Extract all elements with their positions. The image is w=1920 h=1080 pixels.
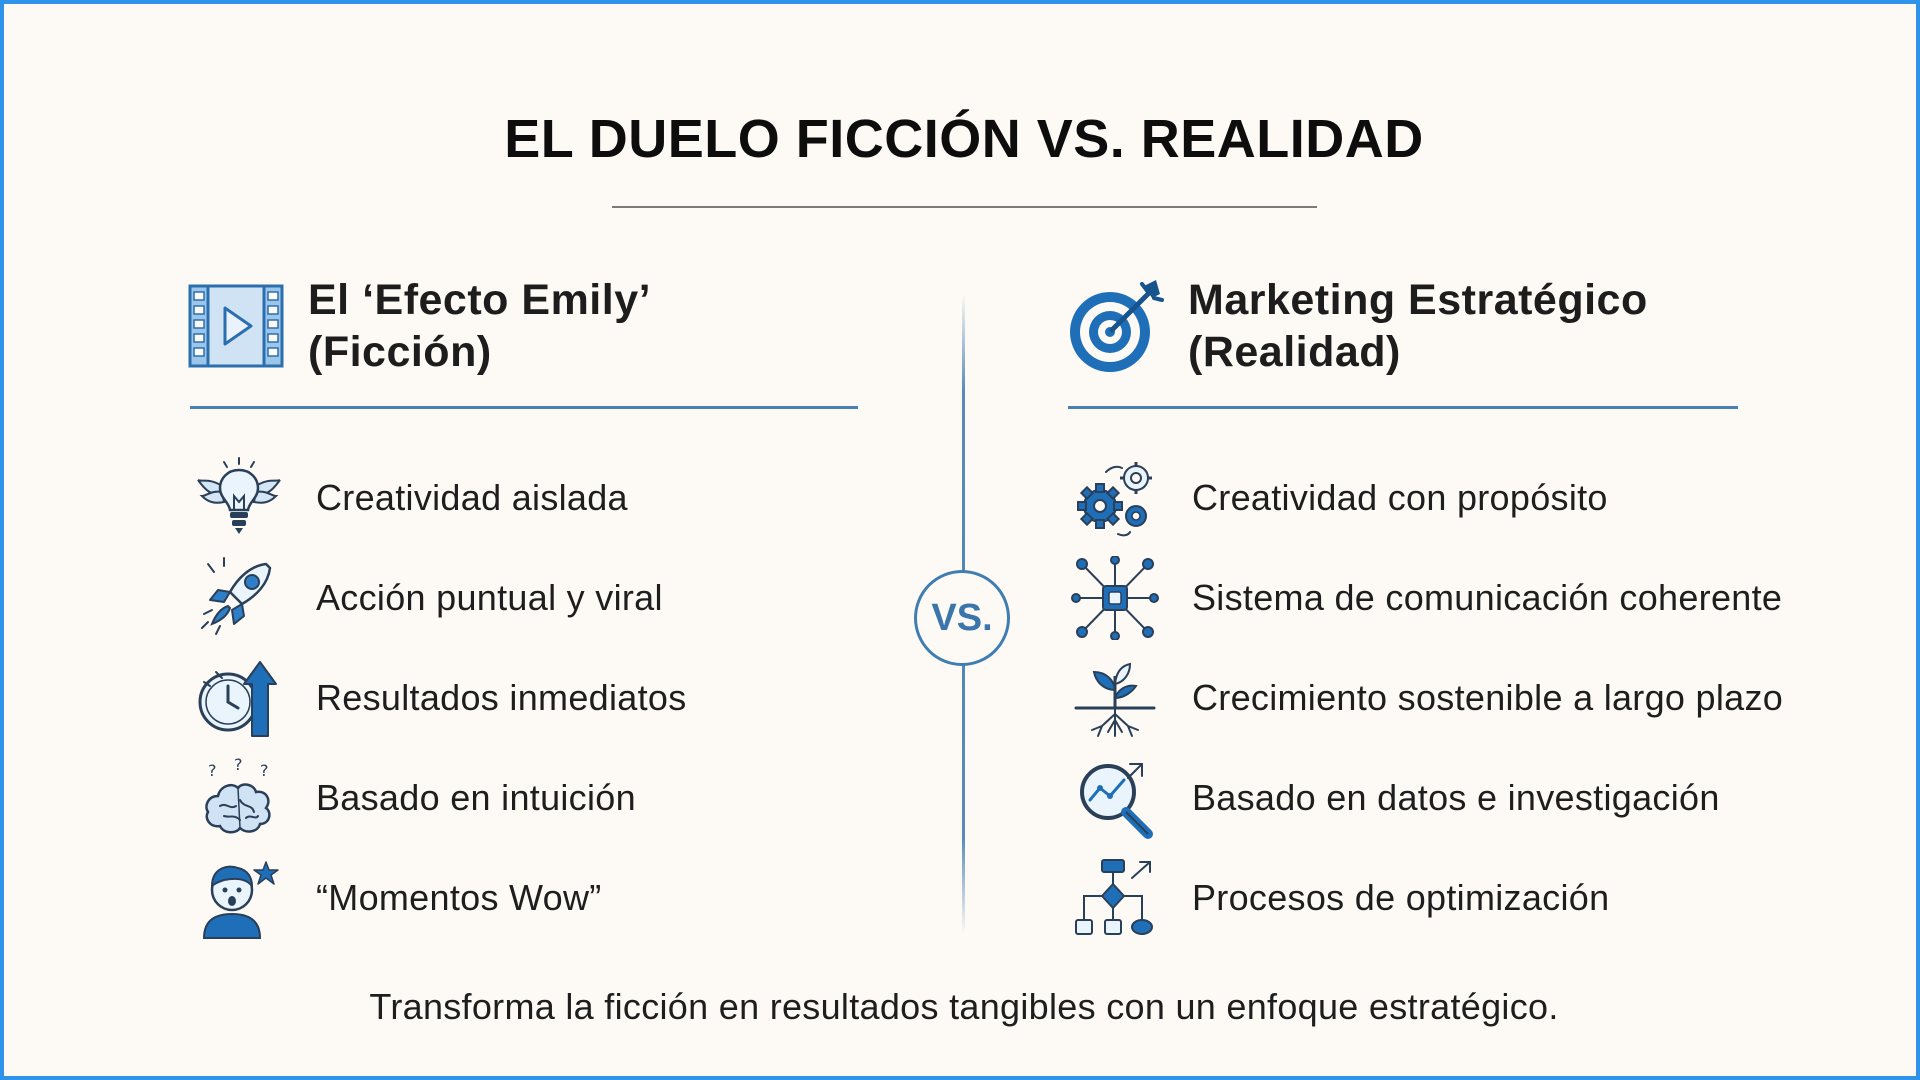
list-item: Crecimiento sostenible a largo plazo bbox=[1070, 656, 1783, 740]
magnifier-chart-icon bbox=[1070, 756, 1160, 840]
item-label: Procesos de optimización bbox=[1192, 877, 1610, 918]
item-label: Sistema de comunicación coherente bbox=[1192, 577, 1783, 618]
network-hub-icon bbox=[1070, 556, 1160, 640]
rocket-icon bbox=[194, 556, 284, 640]
left-header-line1: El ‘Efecto Emily’ bbox=[308, 276, 652, 324]
footer-tagline: Transforma la ficción en resultados tang… bbox=[369, 986, 1559, 1027]
list-item: Acción puntual y viral bbox=[194, 556, 663, 640]
list-item: Creatividad aislada bbox=[194, 456, 628, 540]
title-underline bbox=[612, 206, 1317, 208]
item-label: Resultados inmediatos bbox=[316, 677, 687, 718]
flowchart-icon bbox=[1070, 856, 1160, 940]
list-item: Resultados inmediatos bbox=[194, 656, 687, 740]
list-item: Creatividad con propósito bbox=[1070, 456, 1608, 540]
brain-question-icon: ? ? ? bbox=[194, 756, 284, 840]
list-item: “Momentos Wow” bbox=[194, 856, 602, 940]
left-header-rule bbox=[190, 406, 858, 409]
svg-text:?: ? bbox=[234, 756, 243, 774]
right-header-line1: Marketing Estratégico bbox=[1188, 276, 1648, 324]
page-title: EL DUELO FICCIÓN VS. REALIDAD bbox=[504, 109, 1424, 169]
vs-badge: VS. bbox=[914, 570, 1010, 666]
gears-icon bbox=[1070, 456, 1160, 540]
vs-label: VS. bbox=[931, 596, 993, 639]
sprout-roots-icon bbox=[1070, 656, 1160, 740]
svg-text:?: ? bbox=[208, 761, 217, 780]
item-label: Crecimiento sostenible a largo plazo bbox=[1192, 677, 1784, 718]
item-label: Creatividad con propósito bbox=[1192, 477, 1608, 518]
item-label: Acción puntual y viral bbox=[316, 577, 663, 618]
svg-text:?: ? bbox=[260, 761, 269, 780]
film-play-icon bbox=[184, 274, 288, 378]
target-dart-icon bbox=[1064, 274, 1168, 378]
item-label: Basado en datos e investigación bbox=[1192, 777, 1720, 818]
surprised-person-icon bbox=[194, 856, 284, 940]
item-label: Creatividad aislada bbox=[316, 477, 628, 518]
right-column-header: Marketing Estratégico (Realidad) bbox=[1064, 274, 1648, 378]
item-label: “Momentos Wow” bbox=[316, 877, 602, 918]
list-item: ? ? ? Basado en intuición bbox=[194, 756, 636, 840]
left-header-title: El ‘Efecto Emily’ (Ficción) bbox=[308, 274, 651, 378]
list-item: Procesos de optimización bbox=[1070, 856, 1609, 940]
winged-lightbulb-icon bbox=[194, 456, 284, 540]
right-header-title: Marketing Estratégico (Realidad) bbox=[1188, 274, 1648, 378]
right-header-rule bbox=[1068, 406, 1738, 409]
left-header-line2: (Ficción) bbox=[308, 328, 492, 376]
item-label: Basado en intuición bbox=[316, 777, 636, 818]
right-header-line2: (Realidad) bbox=[1188, 328, 1401, 376]
list-item: Basado en datos e investigación bbox=[1070, 756, 1720, 840]
list-item: Sistema de comunicación coherente bbox=[1070, 556, 1782, 640]
clock-arrow-up-icon bbox=[194, 656, 284, 740]
left-column-header: El ‘Efecto Emily’ (Ficción) bbox=[184, 274, 651, 378]
